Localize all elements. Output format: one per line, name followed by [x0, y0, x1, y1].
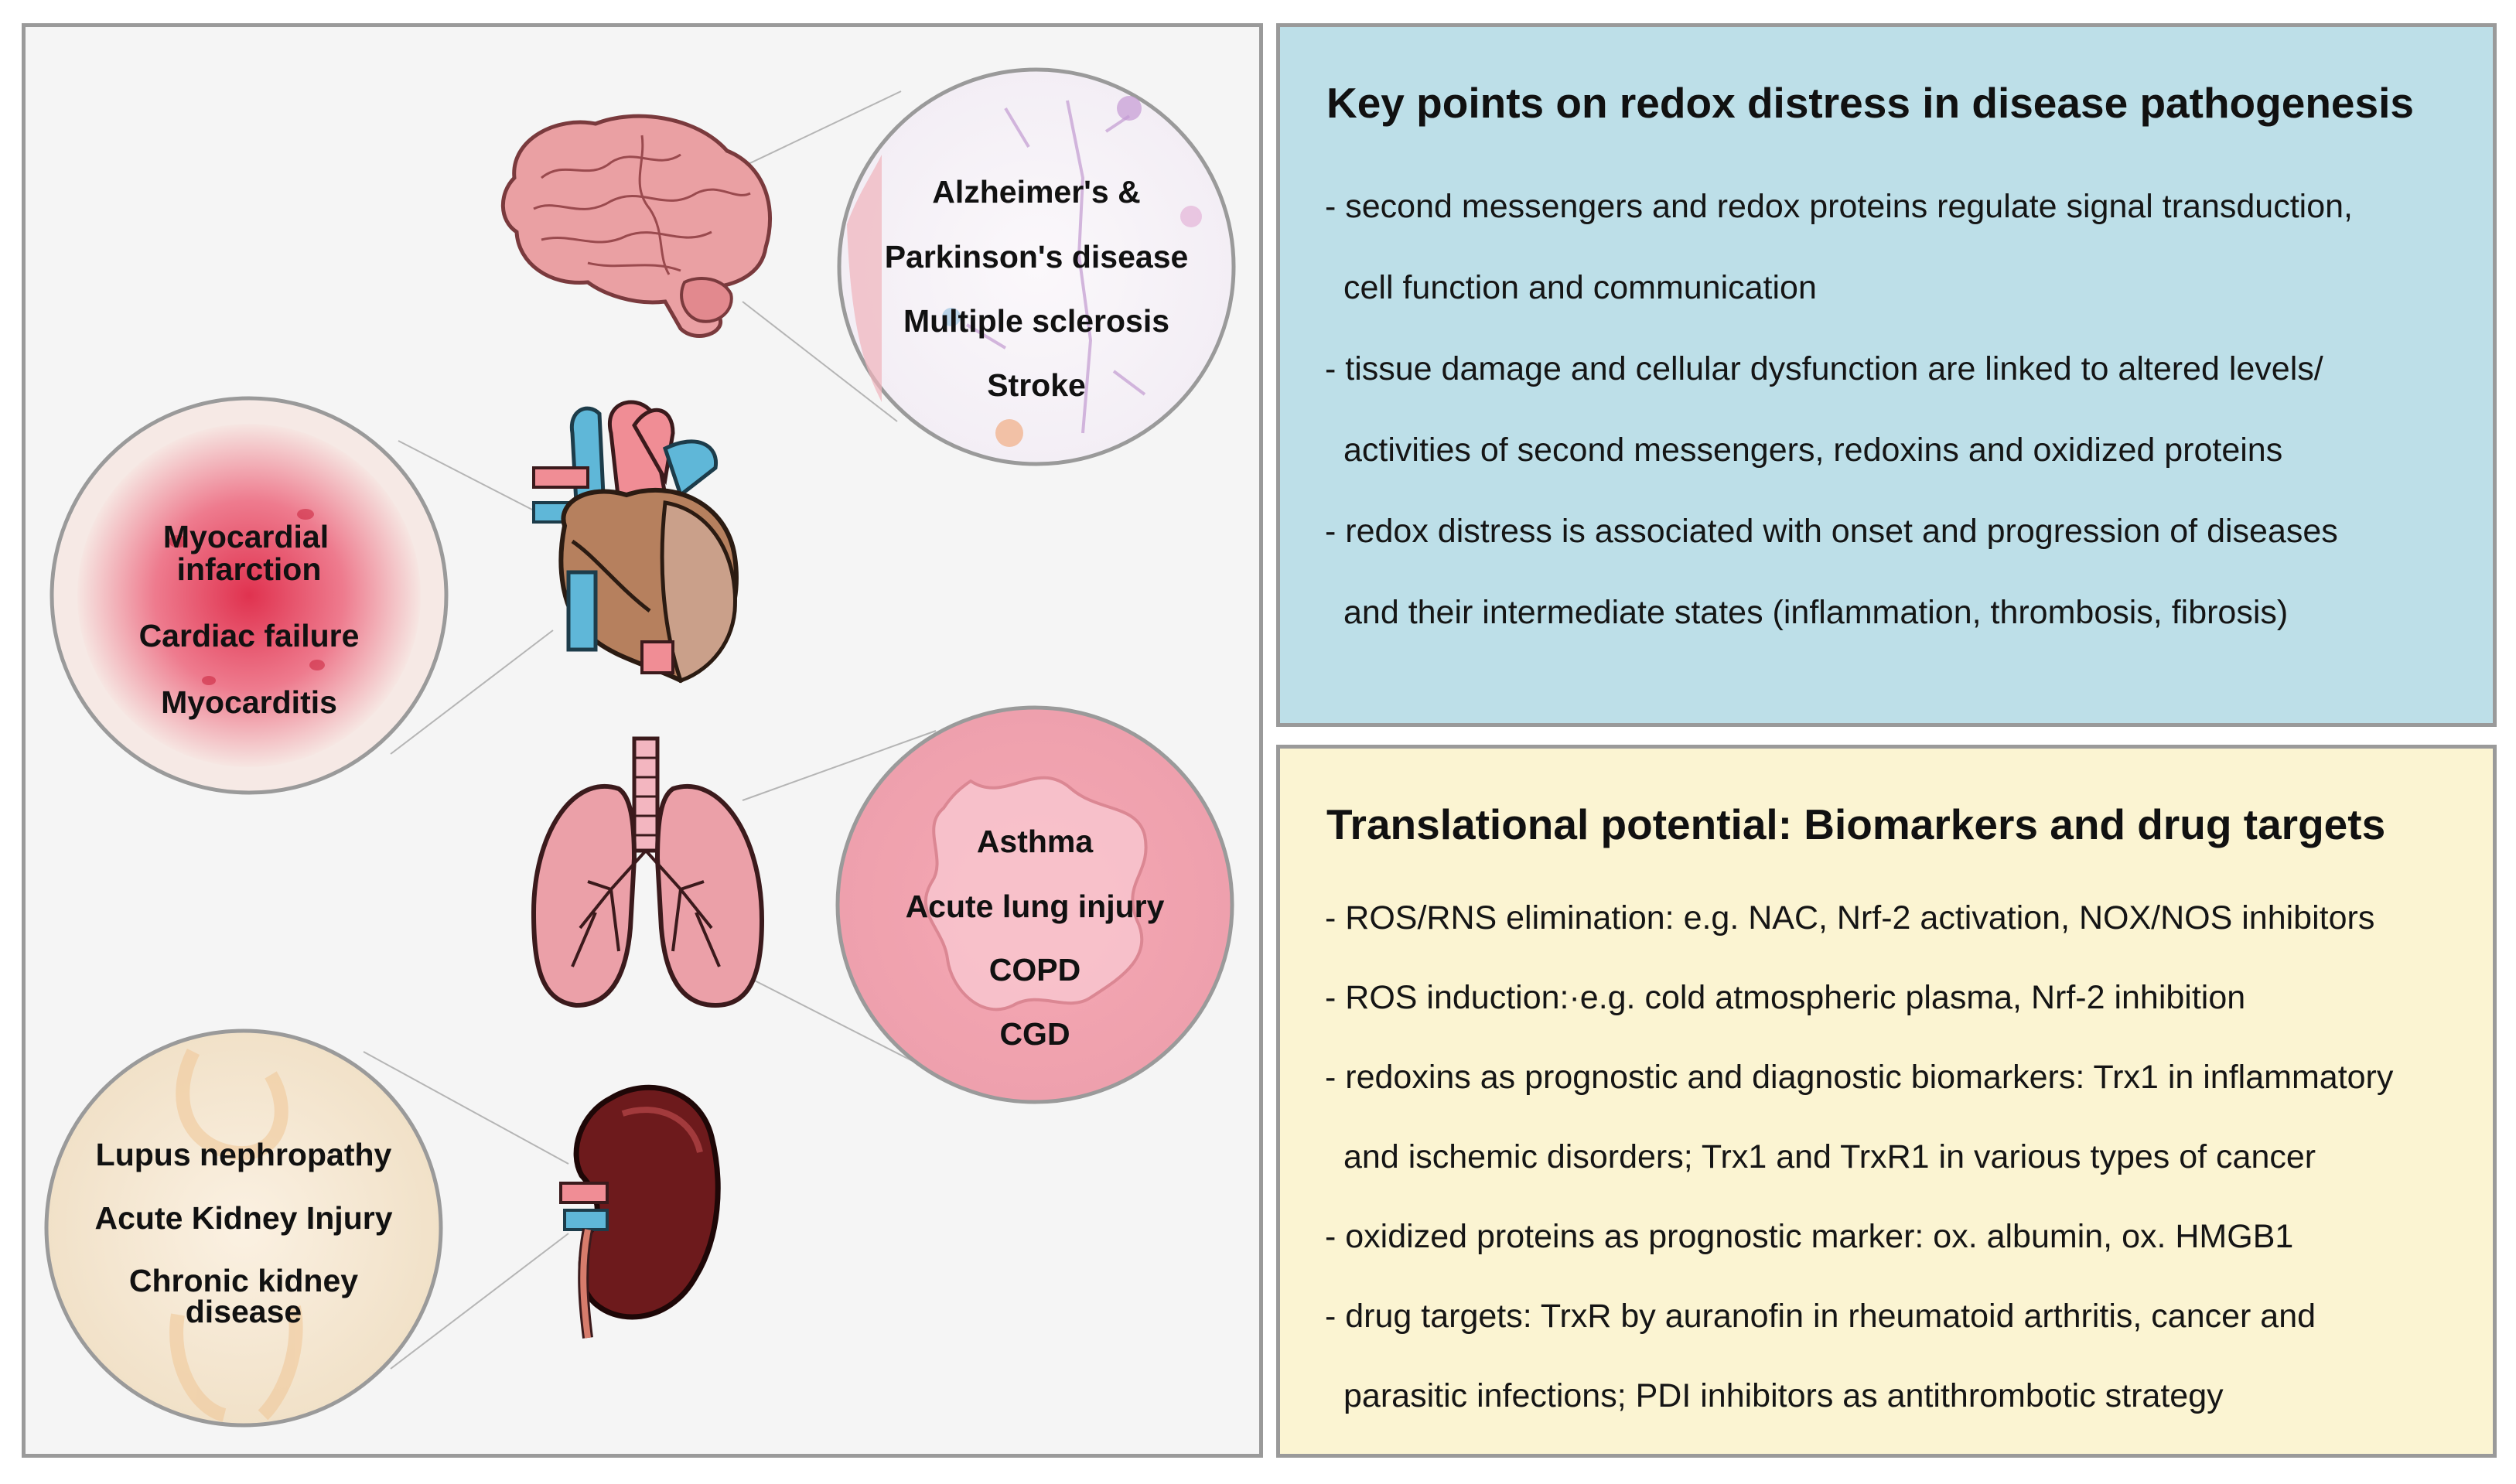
key-point-line-3: - tissue damage and cellular dysfunction… [1325, 350, 2323, 387]
heart-disease-circle: Myocardial infarction Cardiac failure My… [50, 396, 449, 795]
translational-line-7: parasitic infections; PDI inhibitors as … [1343, 1377, 2224, 1414]
translational-line-3: - redoxins as prognostic and diagnostic … [1325, 1059, 2394, 1096]
lung-disease-4: CGD [999, 1016, 1070, 1052]
brain-disease-2: Parkinson's disease [885, 239, 1189, 275]
translational-line-4: and ischemic disorders; Trx1 and TrxR1 i… [1343, 1138, 2316, 1175]
lung-disease-3: COPD [989, 952, 1080, 988]
lung-disease-circle: Asthma Acute lung injury COPD CGD [835, 705, 1234, 1104]
kidney-disease-1: Lupus nephropathy [96, 1137, 392, 1172]
translational-line-2: - ROS induction:·e.g. cold atmospheric p… [1325, 979, 2246, 1016]
translational-line-1: - ROS/RNS elimination: e.g. NAC, Nrf-2 a… [1325, 899, 2375, 936]
heart-illustration [532, 400, 739, 684]
key-point-line-4: activities of second messengers, redoxin… [1343, 432, 2283, 469]
brain-disease-1: Alzheimer's & [932, 174, 1141, 210]
lung-disease-1: Asthma [977, 824, 1094, 859]
translational-line-5: - oxidized proteins as prognostic marker… [1325, 1218, 2294, 1255]
key-point-line-5: - redox distress is associated with onse… [1325, 513, 2338, 550]
kidney-disease-2: Acute Kidney Injury [94, 1200, 392, 1236]
kidney-illustration [559, 1084, 721, 1339]
translational-line-6: - drug targets: TrxR by auranofin in rhe… [1325, 1298, 2316, 1335]
kidney-disease-circle: Lupus nephropathy Acute Kidney Injury Ch… [44, 1029, 443, 1428]
connector-lines [363, 90, 941, 1370]
brain-disease-3: Multiple sclerosis [903, 303, 1169, 339]
heart-disease-1b: infarction [177, 551, 322, 587]
key-points-box: Key points on redox distress in disease … [1276, 23, 2497, 727]
lung-disease-2: Acute lung injury [906, 889, 1165, 924]
heart-disease-3: Myocarditis [161, 684, 337, 720]
brain-disease-4: Stroke [987, 367, 1086, 403]
translational-box: Translational potential: Biomarkers and … [1276, 745, 2497, 1458]
brain-disease-circle: Alzheimer's & Parkinson's disease Multip… [837, 67, 1236, 466]
translational-title: Translational potential: Biomarkers and … [1326, 800, 2386, 848]
kidney-disease-3a: Chronic kidney [129, 1263, 358, 1298]
heart-disease-2: Cardiac failure [139, 618, 360, 653]
key-points-title: Key points on redox distress in disease … [1326, 79, 2414, 127]
key-point-line-6: and their intermediate states (inflammat… [1343, 594, 2289, 631]
brain-illustration [500, 114, 773, 338]
kidney-disease-3b: disease [186, 1294, 302, 1329]
heart-disease-1a: Myocardial [163, 519, 329, 554]
lung-illustration [531, 736, 765, 1008]
key-point-line-1: - second messengers and redox proteins r… [1325, 188, 2353, 225]
key-point-line-2: cell function and communication [1343, 269, 1817, 306]
